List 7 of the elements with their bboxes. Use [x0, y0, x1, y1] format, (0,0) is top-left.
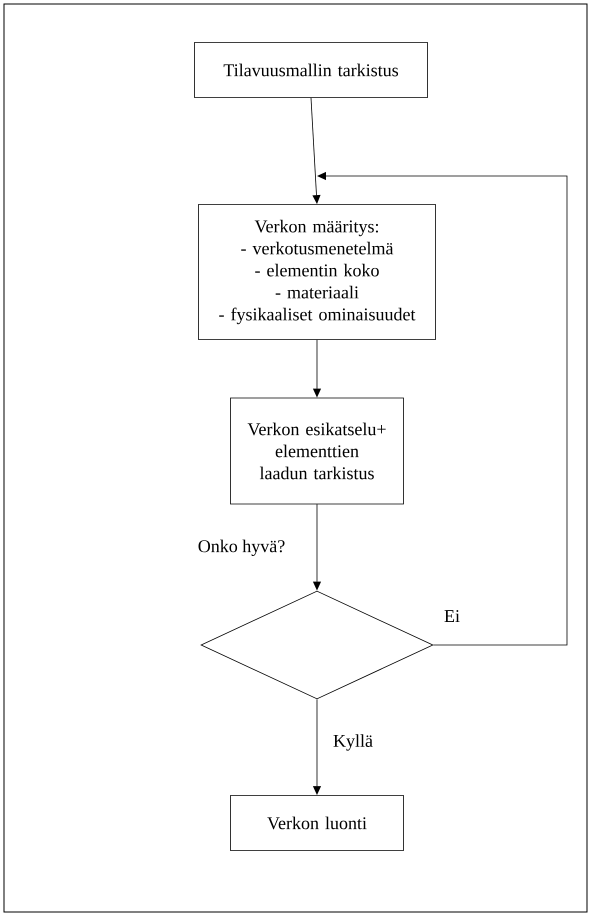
process-box: Verkon määritys: - verkotusmenetelmä - elementin koko - materiaali - fysikaaliset ominaisuudet: [198, 204, 436, 340]
process-box: Verkon luonti: [230, 795, 404, 851]
node-caption: Onko hyvä?: [198, 540, 285, 556]
process-box: Tilavuusmallin tarkistus: [194, 42, 428, 98]
edge-label: Ei: [444, 610, 460, 622]
process-box: Verkon esikatselu+ elementtien laadun tarkistus: [230, 398, 404, 504]
edge-label: Kyllä: [334, 734, 373, 751]
